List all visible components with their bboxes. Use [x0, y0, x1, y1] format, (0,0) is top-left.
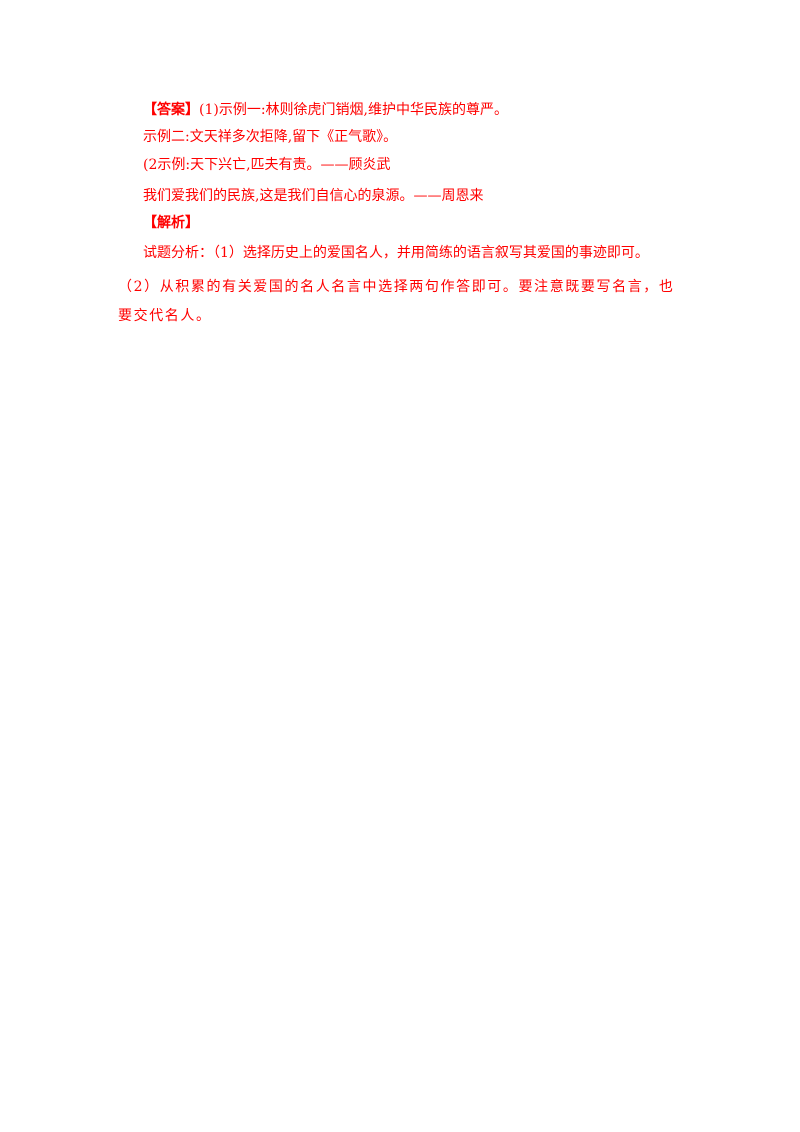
answer-quote-2: 我们爱我们的民族,这是我们自信心的泉源。——周恩来: [143, 188, 484, 204]
answer-example-1: (1)示例一:林则徐虎门销烟,维护中华民族的尊严。: [199, 102, 508, 118]
answer-label: 【答案】: [143, 102, 199, 118]
answer-quote-1: (2示例:天下兴亡,匹夫有责。——顾炎武: [143, 157, 391, 173]
answer-example-2: 示例二:文天祥多次拒降,留下《正气歌》。: [143, 129, 398, 145]
analysis-label: 【解析】: [143, 215, 199, 231]
answer-line-1: 【答案】(1)示例一:林则徐虎门销烟,维护中华民族的尊严。: [143, 100, 508, 120]
analysis-line-1: 试题分析：（1）选择历史上的爱国名人，并用简练的语言叙写其爱国的事迹即可。: [143, 245, 649, 261]
analysis-line-2: （2）从积累的有关爱国的名人名言中选择两句作答即可。要注意既要写名言，也要交代名…: [118, 279, 675, 324]
